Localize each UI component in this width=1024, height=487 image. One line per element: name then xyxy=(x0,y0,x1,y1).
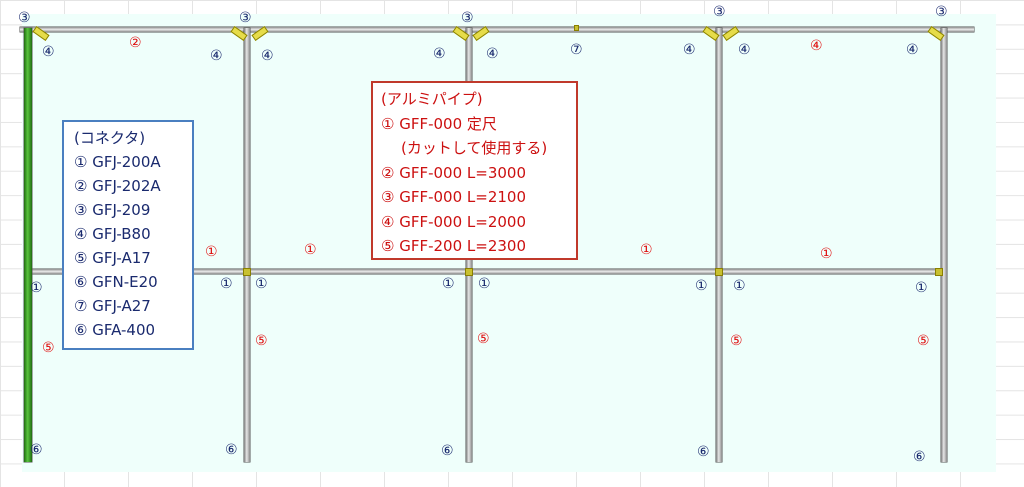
post-5 xyxy=(941,28,947,462)
pipe-marker-5: ⑤ xyxy=(730,333,743,349)
marker-6: ⑥ xyxy=(913,449,926,465)
marker-4: ④ xyxy=(906,42,919,58)
connector-joint xyxy=(465,268,473,276)
marker-1: ① xyxy=(30,280,43,296)
marker-1: ① xyxy=(442,276,455,292)
marker-1: ① xyxy=(733,278,746,294)
pipe-marker-4: ④ xyxy=(810,38,823,54)
marker-1: ① xyxy=(255,276,268,292)
pipe-legend-item: ③ GFF-000 L=2100 xyxy=(381,188,527,206)
marker-4: ④ xyxy=(42,44,55,60)
connector-legend-item: ⑦ GFJ-A27 xyxy=(74,297,151,315)
marker-1: ① xyxy=(478,276,491,292)
connector-legend-item: ⑥ GFA-400 xyxy=(74,321,156,339)
pipe-legend-item: ① GFF-000 定尺 xyxy=(381,114,497,133)
marker-3: ③ xyxy=(935,4,948,20)
pipe-marker-1: ① xyxy=(820,246,833,262)
marker-3: ③ xyxy=(713,4,726,20)
pipe-marker-1: ① xyxy=(205,244,218,260)
pipe-marker-1: ① xyxy=(640,242,653,258)
pipe-marker-5: ⑤ xyxy=(477,331,490,347)
pipe-legend-item: ⑤ GFF-200 L=2300 xyxy=(381,237,527,255)
pipe-marker-1: ① xyxy=(304,242,317,258)
marker-6: ⑥ xyxy=(441,443,454,459)
pipe-marker-5: ⑤ xyxy=(917,333,930,349)
marker-4: ④ xyxy=(210,48,223,64)
post-4 xyxy=(716,28,722,462)
connector-joint xyxy=(243,268,251,276)
top-pipe xyxy=(20,27,974,32)
connector-joint xyxy=(715,268,723,276)
marker-4: ④ xyxy=(486,46,499,62)
connector-joint xyxy=(935,268,943,276)
connector-legend-item: ④ GFJ-B80 xyxy=(74,225,151,243)
marker-6: ⑥ xyxy=(30,442,43,458)
left-post-green xyxy=(24,28,32,462)
connector-legend: (コネクタ) ① GFJ-200A ② GFJ-202A ③ GFJ-209 ④… xyxy=(62,120,194,350)
marker-1: ① xyxy=(695,278,708,294)
post-2 xyxy=(244,28,250,462)
marker-3: ③ xyxy=(239,10,252,26)
marker-3: ③ xyxy=(18,10,31,26)
connector-legend-item: ③ GFJ-209 xyxy=(74,201,151,219)
pipe-marker-2: ② xyxy=(129,35,142,51)
pipe-legend-title: (アルミパイプ) xyxy=(381,90,483,108)
marker-1: ① xyxy=(915,280,928,296)
connector-legend-title: (コネクタ) xyxy=(74,129,146,147)
connector-legend-item: ⑤ GFJ-A17 xyxy=(74,249,151,267)
connector-legend-item: ⑥ GFN-E20 xyxy=(74,273,158,291)
marker-7: ⑦ xyxy=(570,42,583,58)
pipe-marker-5: ⑤ xyxy=(255,333,268,349)
marker-4: ④ xyxy=(683,42,696,58)
pipe-legend-item: ② GFF-000 L=3000 xyxy=(381,163,527,182)
connector-legend-item: ② GFJ-202A xyxy=(74,177,161,195)
marker-1: ① xyxy=(220,276,233,292)
marker-4: ④ xyxy=(433,46,446,62)
marker-6: ⑥ xyxy=(697,444,710,460)
marker-4: ④ xyxy=(261,48,274,64)
marker-3: ③ xyxy=(461,10,474,26)
pipe-legend: (アルミパイプ) ① GFF-000 定尺 (カットして使用する) ② GFF-… xyxy=(371,81,578,260)
connector-joint xyxy=(574,25,579,31)
pipe-marker-5: ⑤ xyxy=(42,340,55,356)
pipe-legend-note: (カットして使用する) xyxy=(401,139,548,157)
connector-legend-item: ① GFJ-200A xyxy=(74,153,161,171)
marker-6: ⑥ xyxy=(225,442,238,458)
middle-pipe xyxy=(30,269,940,274)
pipe-legend-item: ④ GFF-000 L=2000 xyxy=(381,212,527,231)
marker-4: ④ xyxy=(738,42,751,58)
